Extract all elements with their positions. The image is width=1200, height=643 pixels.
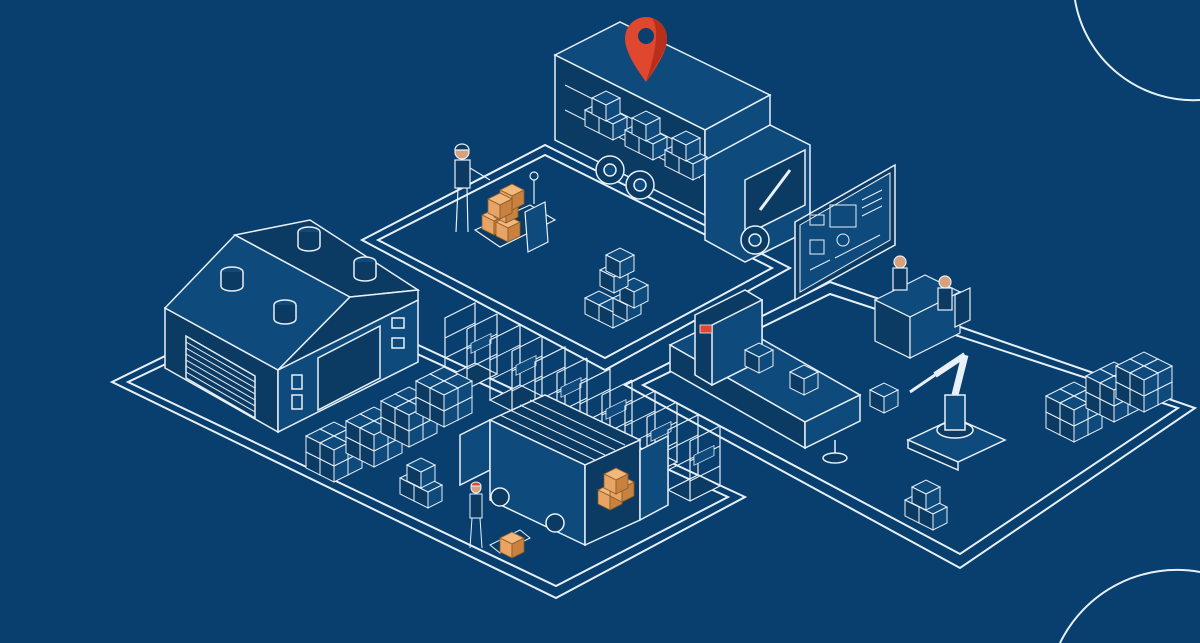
- worker-icon: [469, 481, 531, 559]
- truck-icon: [553, 21, 811, 263]
- conveyor-icon: [668, 289, 862, 464]
- worker-icon: [873, 255, 971, 359]
- warehouse-icon: [163, 219, 421, 434]
- corner-arc-top: [1074, 0, 1200, 102]
- robot-arm-icon: [869, 352, 1007, 472]
- box-stack-icon: [584, 247, 649, 329]
- corner-arc-bottom: [1059, 569, 1200, 643]
- location-pin-icon: [625, 17, 667, 82]
- pallet-jack-icon: [454, 143, 557, 253]
- dashboard-screen-icon: [794, 163, 896, 302]
- truck-icon: [459, 394, 669, 547]
